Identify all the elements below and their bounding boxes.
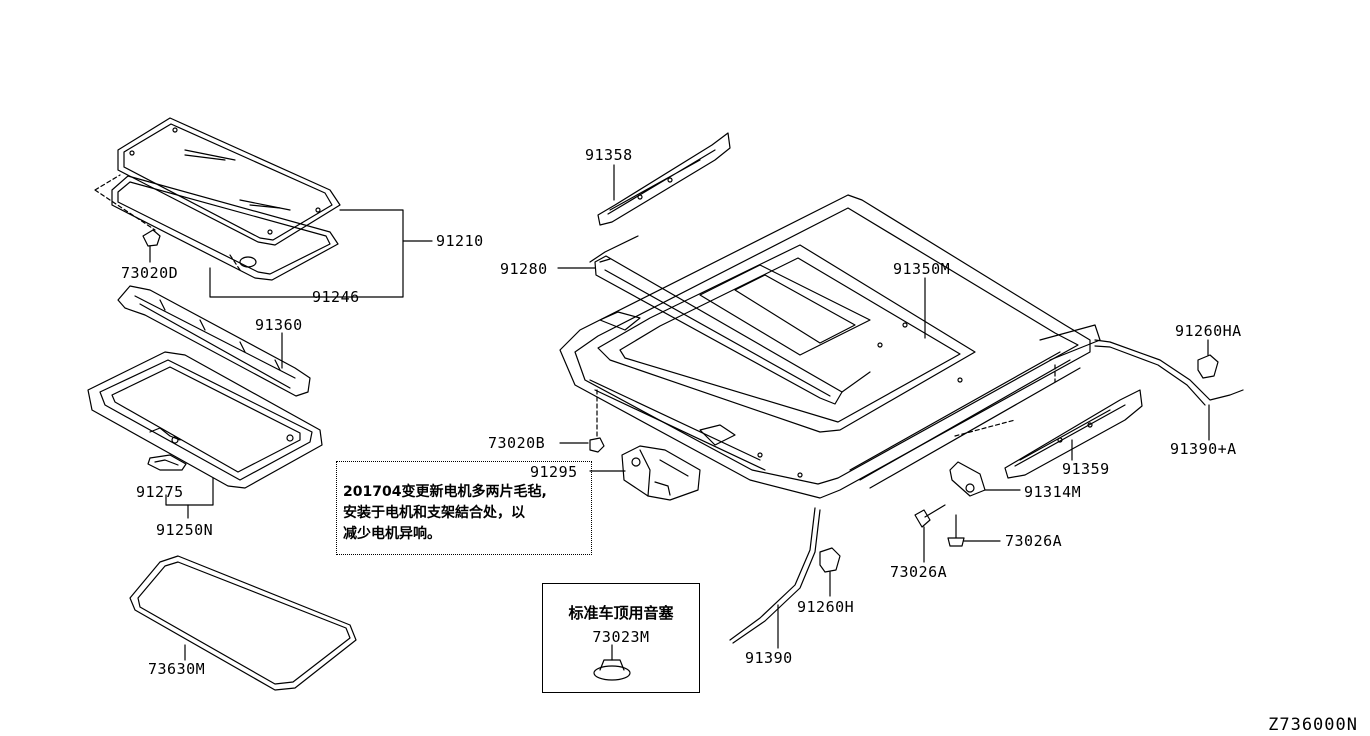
- standard-roof-plug-box: 标准车顶用音塞 73023M: [542, 583, 700, 693]
- label-91360: 91360: [255, 316, 303, 334]
- clip-73020D: [142, 229, 161, 263]
- drain-hose-91390: [729, 507, 821, 644]
- drawing-code: Z736000N: [1268, 715, 1358, 735]
- sunshade-handle-91275: [147, 454, 187, 471]
- label-73020D: 73020D: [121, 264, 179, 282]
- bracket-91314M: [949, 461, 986, 497]
- sunshade-frame-91250N: [87, 351, 323, 489]
- leader-91250N: [165, 477, 214, 506]
- label-91246: 91246: [312, 288, 360, 306]
- leader-91210: [209, 209, 404, 298]
- label-73630M: 73630M: [148, 660, 206, 678]
- label-91390A: 91390+A: [1170, 440, 1237, 458]
- sunroof-motor-91295: [621, 445, 701, 501]
- label-73026A-right: 73026A: [1005, 532, 1063, 550]
- note-line-1: 201704变更新电机多两片毛毡,: [343, 484, 547, 500]
- drain-hose-91390A: [1094, 339, 1244, 406]
- label-91295: 91295: [530, 463, 578, 481]
- front-wind-bar-91280: [589, 235, 871, 405]
- label-91260H: 91260H: [797, 598, 855, 616]
- guide-rail-91358: [597, 132, 731, 226]
- note-line-2: 安装于电机和支架結合处，以: [343, 505, 525, 521]
- label-91275: 91275: [136, 483, 184, 501]
- grommet-73023M: [593, 659, 631, 681]
- sunshade-liner-73630M: [129, 555, 357, 691]
- nut-73020B: [589, 437, 605, 453]
- wind-deflector-91360: [117, 285, 311, 397]
- bolt-73026A-right: [947, 514, 965, 547]
- label-91280: 91280: [500, 260, 548, 278]
- sunroof-frame-91350M: [559, 194, 1101, 499]
- label-73026A-left: 73026A: [890, 563, 948, 581]
- clip-91260H: [819, 547, 841, 573]
- guide-rail-91359: [1004, 389, 1143, 479]
- motor-update-note: 201704变更新电机多两片毛毡, 安装于电机和支架結合处，以 减少电机异响。: [336, 461, 592, 555]
- label-73020B: 73020B: [488, 434, 546, 452]
- clip-91260HA: [1197, 354, 1219, 379]
- frame-mount-dashed-lines: [596, 364, 1056, 439]
- glass-mount-dashed-line: [94, 174, 241, 271]
- note-line-3: 减少电机异响。: [343, 526, 441, 542]
- bolt-73026A-left: [914, 504, 946, 528]
- label-91359: 91359: [1062, 460, 1110, 478]
- label-91358: 91358: [585, 146, 633, 164]
- label-91210: 91210: [436, 232, 484, 250]
- label-91250N: 91250N: [156, 521, 214, 539]
- label-91314M: 91314M: [1024, 483, 1082, 501]
- sunroof-glass-91210: [117, 117, 341, 246]
- label-91350M: 91350M: [893, 260, 951, 278]
- label-91260HA: 91260HA: [1175, 322, 1242, 340]
- standard-roof-plug-title: 标准车顶用音塞: [568, 604, 674, 622]
- label-91390: 91390: [745, 649, 793, 667]
- label-73023M: 73023M: [592, 628, 650, 646]
